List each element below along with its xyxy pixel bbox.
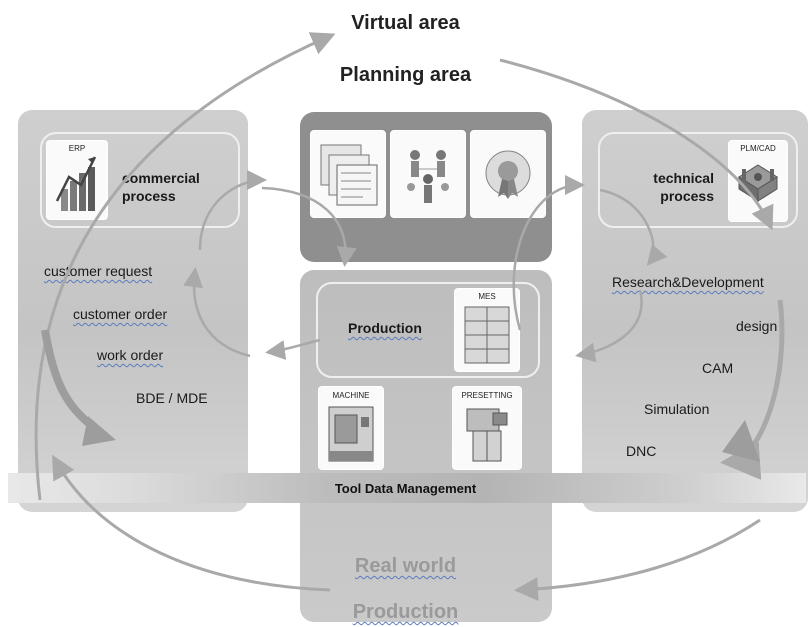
presetting-device-icon bbox=[466, 408, 508, 462]
tool-data-label: Tool Data Management bbox=[334, 481, 477, 496]
planning-tile-1 bbox=[310, 130, 386, 218]
shelf-icon bbox=[464, 306, 510, 364]
award-badge-icon bbox=[485, 150, 531, 199]
production-heading: Production bbox=[352, 601, 459, 623]
item-work-order: work order bbox=[97, 347, 164, 363]
machine-tile: MACHINE bbox=[318, 386, 384, 470]
item-simulation: Simulation bbox=[644, 401, 710, 417]
inner-arrow-right-top bbox=[512, 175, 585, 331]
outer-arrow-bottom-left bbox=[52, 454, 331, 592]
inner-arrow-to-production bbox=[261, 186, 357, 267]
commercial-box bbox=[40, 132, 240, 228]
production-box bbox=[316, 282, 540, 378]
outer-arrow-right bbox=[720, 299, 785, 480]
tool-data-bar bbox=[8, 473, 806, 503]
item-design: design bbox=[736, 318, 778, 334]
inner-arrow-left-up bbox=[183, 267, 251, 358]
item-cam: CAM bbox=[702, 360, 734, 376]
machine-label: MACHINE bbox=[332, 391, 370, 400]
planning-tile-3 bbox=[470, 130, 546, 218]
erp-label: ERP bbox=[68, 144, 86, 153]
real-world-heading: Real world bbox=[354, 555, 457, 577]
production-label: Production bbox=[348, 320, 422, 336]
inner-arrow-right-down bbox=[599, 188, 668, 266]
outer-arrow-top bbox=[499, 58, 774, 231]
people-icon bbox=[407, 150, 449, 203]
inner-arrow-right-loop bbox=[575, 289, 643, 363]
item-customer-order: customer order bbox=[73, 306, 168, 322]
erp-chart-icon bbox=[55, 156, 97, 211]
big-arrow-left bbox=[41, 329, 103, 436]
item-bde-mde: BDE / MDE bbox=[136, 390, 208, 406]
virtual-area-text: Virtual area bbox=[351, 12, 460, 34]
technical-box bbox=[598, 132, 798, 228]
outer-arrow-bottom-right bbox=[514, 518, 761, 602]
virtual-area-heading: Virtual area bbox=[0, 12, 811, 35]
commercial-title-2: process bbox=[122, 188, 176, 204]
inner-arrow-production-left bbox=[265, 338, 321, 360]
planning-area-heading: Planning area bbox=[339, 64, 472, 86]
plm-part-icon bbox=[738, 164, 778, 202]
erp-tile: ERP bbox=[46, 140, 108, 220]
item-dnc: DNC bbox=[626, 443, 657, 459]
document-stack-icon bbox=[320, 144, 378, 206]
technical-title-1: technical bbox=[653, 170, 714, 186]
plm-label: PLM/CAD bbox=[740, 144, 776, 153]
mes-label: MES bbox=[478, 292, 496, 301]
presetting-label: PRESETTING bbox=[461, 391, 513, 400]
presetting-tile: PRESETTING bbox=[452, 386, 522, 470]
technical-title-2: process bbox=[660, 188, 714, 204]
planning-tile-2 bbox=[390, 130, 466, 218]
commercial-title-1: commercial bbox=[122, 170, 200, 186]
inner-arrow-left-top bbox=[198, 170, 267, 251]
machine-icon bbox=[328, 406, 374, 462]
outer-arrow-top-left bbox=[34, 32, 336, 501]
mes-tile: MES bbox=[454, 288, 520, 372]
item-research-development: Research&Development bbox=[612, 274, 764, 290]
